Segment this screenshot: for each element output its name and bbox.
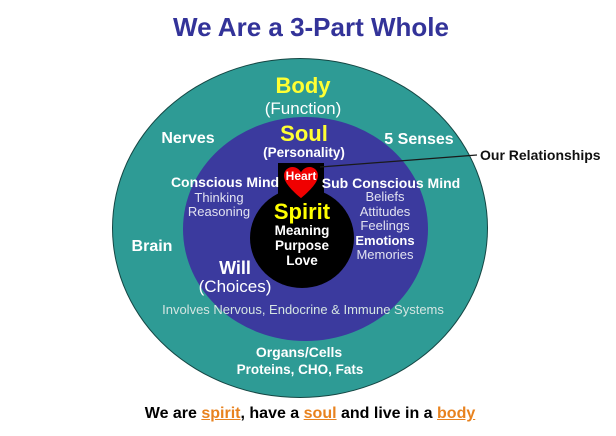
- five-senses-label: 5 Senses: [384, 131, 454, 148]
- subconscious-mind-label: Sub Conscious Mind: [321, 175, 461, 191]
- bottom-caption: We are spirit, have a soul and live in a…: [145, 405, 476, 423]
- conscious-items-list: Thinking Reasoning: [188, 191, 250, 219]
- list-item: Memories: [356, 247, 414, 263]
- list-item: Thinking: [194, 190, 244, 205]
- nerves-label: Nerves: [161, 130, 215, 147]
- choices-label: (Choices): [198, 277, 272, 296]
- list-item: Reasoning: [187, 204, 251, 219]
- conscious-mind-label: Conscious Mind: [170, 174, 280, 190]
- caption-text: , have a: [240, 405, 304, 422]
- caption-soul: soul: [303, 405, 337, 422]
- spirit-items-list: Meaning Purpose Love: [275, 223, 330, 268]
- heart-label: Heart: [285, 169, 317, 183]
- body-sublabel: (Function): [264, 99, 342, 118]
- list-item-emotions: Emotions: [355, 232, 415, 248]
- spirit-label: Spirit: [273, 199, 331, 224]
- callout-our-relationships: Our Relationships: [480, 147, 601, 163]
- heart-icon: [284, 166, 318, 199]
- soul-sublabel: (Personality): [263, 145, 345, 160]
- brain-label: Brain: [131, 238, 173, 255]
- caption-body: body: [437, 405, 476, 422]
- spirit-circle: [250, 188, 354, 288]
- will-label: Will: [219, 258, 251, 278]
- soul-label: Soul: [280, 121, 328, 146]
- proteins-cho-fats-label: Proteins, CHO, Fats: [236, 362, 364, 377]
- list-item: Love: [286, 253, 318, 268]
- systems-note: Involves Nervous, Endocrine & Immune Sys…: [162, 302, 444, 317]
- subconscious-items-list: Beliefs Attitudes Feelings Emotions Memo…: [355, 189, 415, 263]
- caption-text: We are: [144, 405, 202, 422]
- organs-cells-label: Organs/Cells: [255, 344, 343, 360]
- list-item: Purpose: [274, 238, 330, 253]
- caption-spirit: spirit: [201, 405, 241, 422]
- list-item: Meaning: [274, 223, 330, 238]
- body-label: Body: [275, 73, 331, 98]
- caption-text: and live in a: [336, 405, 438, 422]
- list-item: Attitudes: [359, 203, 411, 219]
- list-item: Beliefs: [365, 189, 405, 204]
- slide-title: We Are a 3-Part Whole: [173, 12, 449, 42]
- list-item: Feelings: [360, 218, 410, 234]
